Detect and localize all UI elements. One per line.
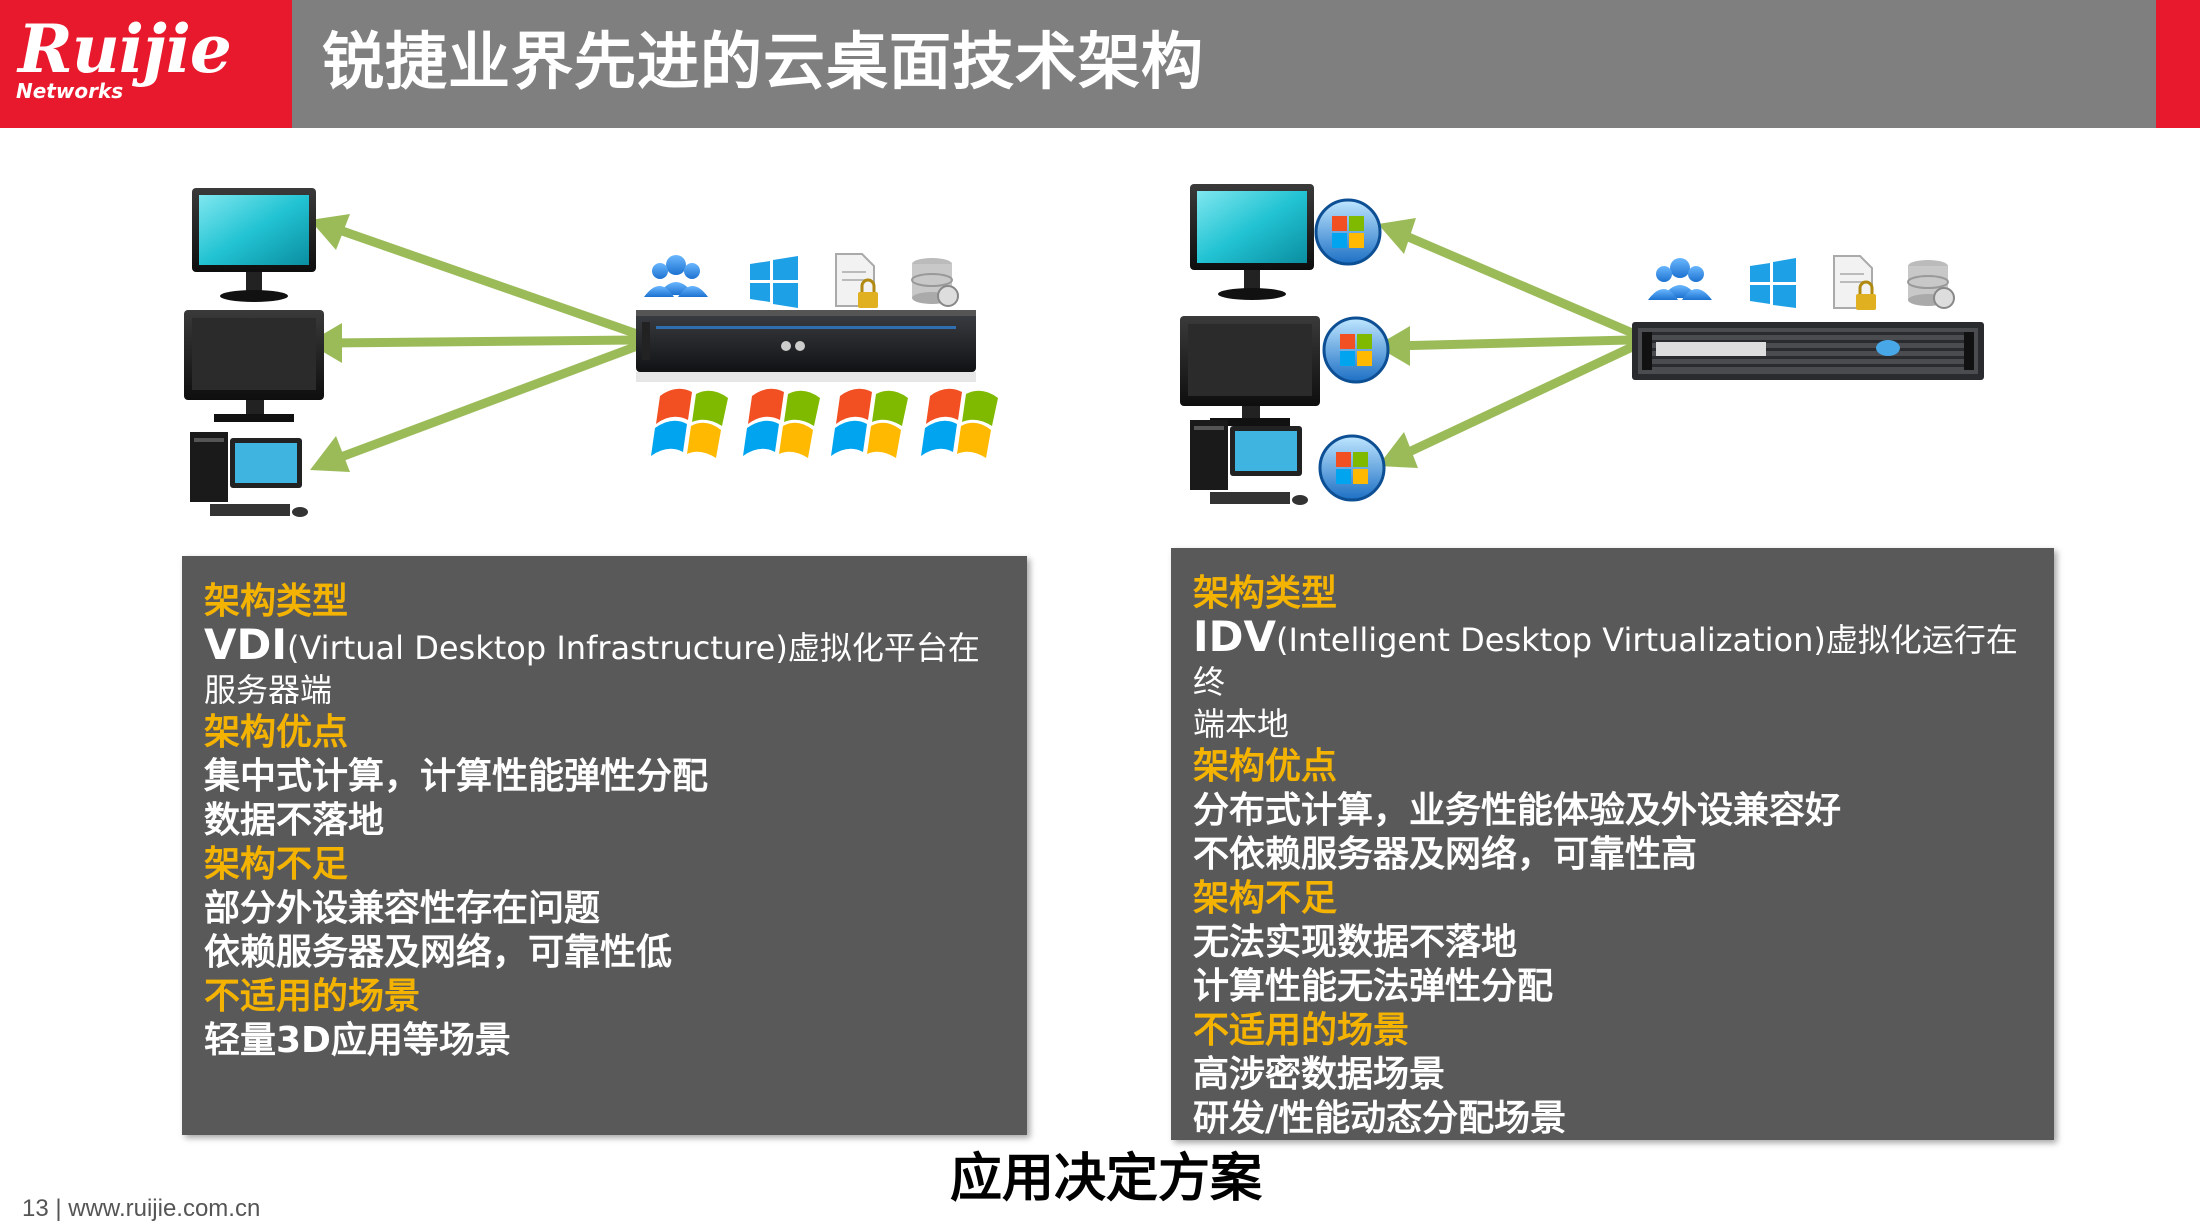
arch-desc-text: (Virtual Desktop Infrastructure)虚拟化平台在 — [287, 629, 980, 667]
monitor-icon — [1180, 316, 1320, 426]
cons-heading: 架构不足 — [1193, 878, 1338, 919]
arch-acronym: IDV — [1193, 612, 1276, 661]
monitor-icon — [1190, 184, 1314, 300]
windows-flag-icon — [651, 388, 728, 458]
arch-acronym: VDI — [204, 620, 287, 669]
unfit-item: 轻量3D应用等场景 — [204, 1020, 511, 1061]
windows-flag-icon — [831, 388, 908, 458]
vdi-info-box: 架构类型 VDI(Virtual Desktop Infrastructure)… — [182, 556, 1027, 1135]
windows-orb-icon — [1314, 198, 1382, 266]
arch-desc-line2: 端本地 — [1193, 705, 1290, 743]
desktop-pc-icon — [190, 432, 308, 517]
unfit-item: 高涉密数据场景 — [1193, 1054, 1446, 1095]
windows-flag-icon — [743, 388, 820, 458]
windows-orb-icon — [1318, 434, 1386, 502]
database-icon — [1907, 260, 1955, 309]
arch-desc-line2: 服务器端 — [204, 671, 333, 709]
windows-flag-icon — [921, 388, 998, 458]
idv-info-box: 架构类型 IDV(Intelligent Desktop Virtualizat… — [1171, 548, 2054, 1140]
arrow-heads — [308, 214, 350, 472]
document-lock-icon — [1833, 255, 1876, 310]
title-accent-bar — [2156, 0, 2200, 128]
arch-type-heading: 架构类型 — [1193, 573, 1338, 614]
connection-arrows — [320, 220, 645, 468]
database-icon — [911, 258, 959, 307]
arch-type-heading: 架构类型 — [204, 581, 349, 622]
arch-type-desc: VDI(Virtual Desktop Infrastructure)虚拟化平台… — [204, 624, 1005, 669]
server-icon — [1632, 322, 1984, 380]
slide-header: Ruijie Networks 锐捷业界先进的云桌面技术架构 — [0, 0, 2200, 128]
users-icon — [644, 255, 708, 297]
vdi-architecture-diagram — [184, 188, 998, 517]
cons-item: 依赖服务器及网络，可靠性低 — [204, 932, 673, 973]
windows-logo-icon — [1750, 258, 1796, 308]
cons-item: 计算性能无法弹性分配 — [1193, 966, 1554, 1007]
cons-item: 无法实现数据不落地 — [1193, 922, 1518, 963]
logo-subtext: Networks — [16, 79, 124, 103]
cons-item: 部分外设兼容性存在问题 — [204, 888, 601, 929]
ruijie-logo: Ruijie Networks — [0, 0, 292, 128]
desktop-pc-icon — [1190, 420, 1308, 505]
monitor-icon — [192, 188, 316, 302]
arch-type-desc: IDV(Intelligent Desktop Virtualization)虚… — [1193, 616, 2032, 703]
server-icon — [636, 310, 976, 382]
users-icon — [1648, 258, 1712, 300]
conclusion-title: 应用决定方案 — [950, 1149, 1263, 1209]
pros-item: 数据不落地 — [204, 800, 385, 841]
unfit-heading: 不适用的场景 — [1193, 1010, 1410, 1051]
unfit-item: 研发/性能动态分配场景 — [1193, 1098, 1567, 1139]
pros-item: 不依赖服务器及网络，可靠性高 — [1193, 834, 1698, 875]
footer-page-url: 13 | www.ruijie.com.cn — [22, 1195, 261, 1222]
idv-architecture-diagram — [1180, 184, 1984, 505]
unfit-heading: 不适用的场景 — [204, 976, 421, 1017]
arrow-heads — [1376, 218, 1418, 468]
arch-desc-text: (Intelligent Desktop Virtualization)虚拟化运… — [1193, 621, 2018, 701]
logo-wordmark: Ruijie — [18, 10, 232, 88]
windows-logo-icon — [750, 256, 798, 308]
document-lock-icon — [835, 253, 878, 308]
windows-orb-icon — [1322, 316, 1390, 384]
title-bar: 锐捷业界先进的云桌面技术架构 — [292, 0, 2156, 128]
pros-item: 集中式计算，计算性能弹性分配 — [204, 756, 709, 797]
pros-heading: 架构优点 — [204, 712, 349, 753]
page-title: 锐捷业界先进的云桌面技术架构 — [322, 25, 1205, 98]
cons-heading: 架构不足 — [204, 844, 349, 885]
pros-heading: 架构优点 — [1193, 746, 1338, 787]
monitor-icon — [184, 310, 324, 422]
connection-arrows — [1387, 225, 1635, 465]
pros-item: 分布式计算，业务性能体验及外设兼容好 — [1193, 790, 1842, 831]
